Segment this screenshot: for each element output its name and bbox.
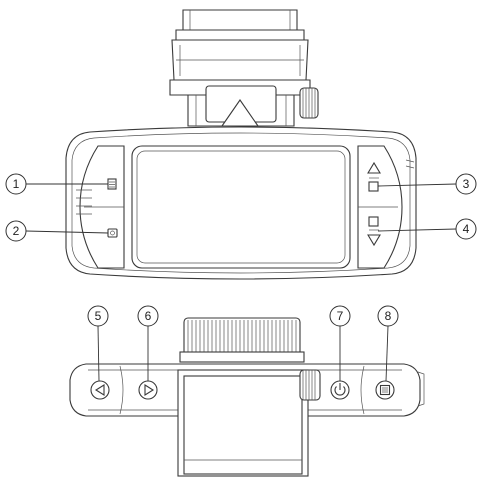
callout-4: 4 <box>377 218 477 240</box>
down-arrow-icon <box>367 216 381 247</box>
up-arrow-icon <box>367 161 381 192</box>
callout-3: 3 <box>377 173 477 195</box>
lens-ring <box>179 317 305 363</box>
power-button <box>330 380 350 400</box>
mount-block <box>177 369 321 477</box>
callouts: 1 2 3 4 5 6 <box>5 173 477 382</box>
record-button <box>375 380 395 400</box>
svg-text:7: 7 <box>337 309 344 323</box>
callout-2: 2 <box>5 220 109 242</box>
front-view <box>65 9 417 280</box>
svg-text:5: 5 <box>95 309 102 323</box>
lcd-screen <box>131 145 351 269</box>
callout-7: 7 <box>329 305 351 381</box>
callout-6: 6 <box>137 305 159 381</box>
right-button <box>138 380 158 400</box>
svg-text:3: 3 <box>463 177 470 191</box>
callout-5: 5 <box>87 305 109 382</box>
svg-text:8: 8 <box>385 309 392 323</box>
callout-1: 1 <box>5 173 108 195</box>
svg-text:6: 6 <box>145 309 152 323</box>
bottom-view <box>69 317 425 477</box>
mount-bracket <box>169 9 319 135</box>
callout-8: 8 <box>377 305 399 382</box>
camera-body-front <box>65 126 417 280</box>
svg-text:4: 4 <box>463 222 470 236</box>
left-button <box>90 380 110 400</box>
svg-text:2: 2 <box>13 224 20 238</box>
svg-text:1: 1 <box>13 177 20 191</box>
